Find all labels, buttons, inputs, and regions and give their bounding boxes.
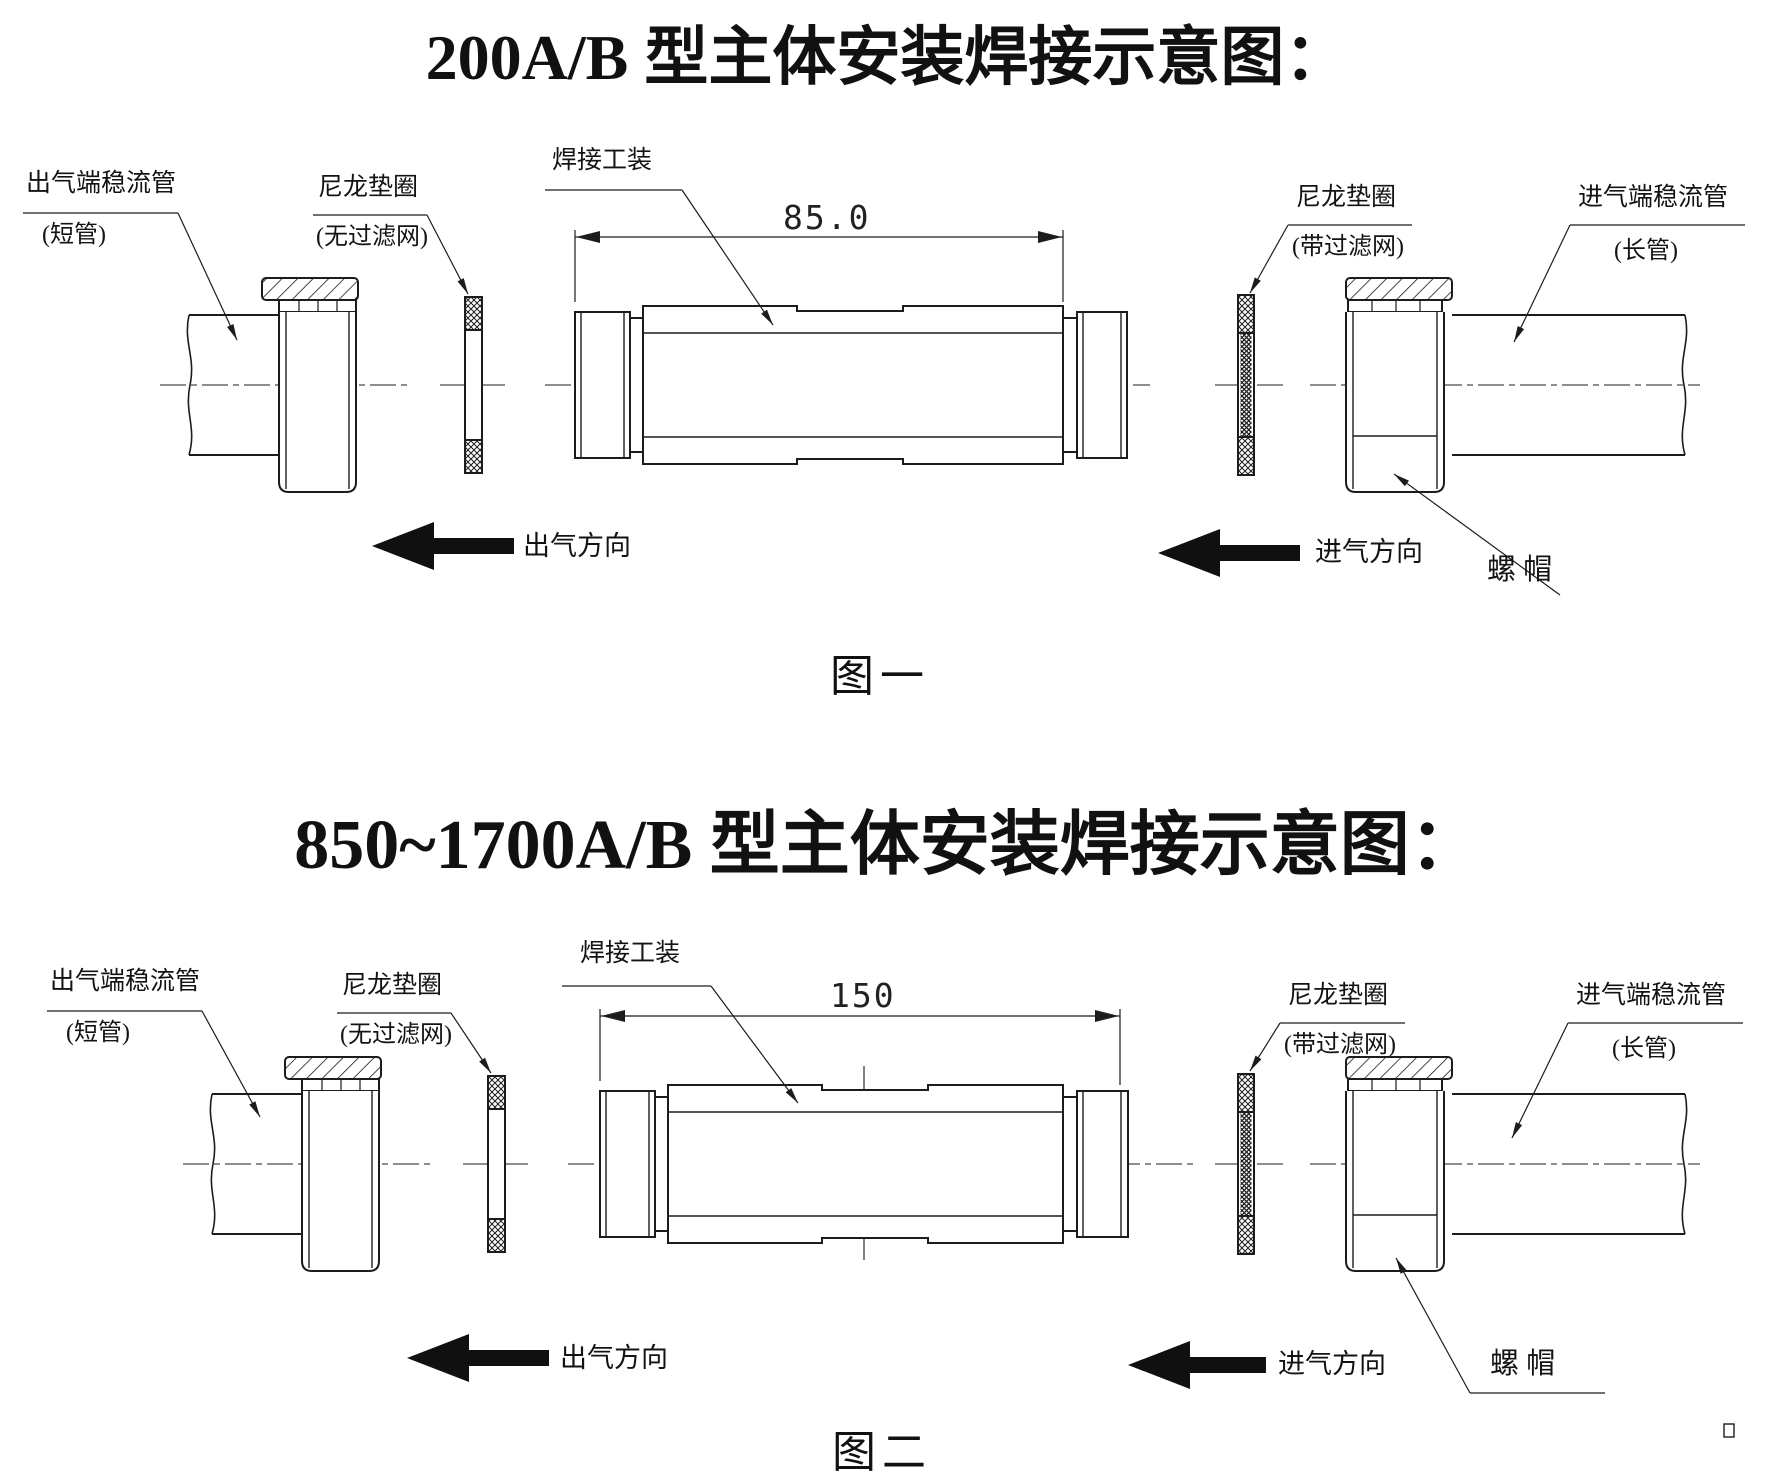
fig2-welding-fixture-label: 焊接工装 (580, 940, 681, 967)
fig2-washer-left-note: (无过滤网) (340, 1022, 452, 1048)
fig1-welding-fixture-label: 焊接工装 (552, 147, 653, 174)
fig1-washer-no-filter (464, 296, 483, 474)
fig2-outlet-pipe (209, 1093, 302, 1235)
figure1-caption: 图一 (830, 652, 930, 701)
fig2-inlet-nut (1345, 1056, 1453, 1272)
fig1-washer-with-filter (1237, 294, 1255, 476)
fig1-inlet-tube-note: (长管) (1614, 238, 1678, 264)
fig1-inlet-nut (1345, 277, 1453, 493)
fig1-outlet-tube-label: 出气端稳流管 (26, 170, 177, 197)
fig2-outlet-nut (284, 1056, 382, 1272)
fig2-inlet-direction-arrow (1128, 1341, 1266, 1389)
fig2-washer-left-label: 尼龙垫圈 (342, 972, 443, 999)
fig1-washer-left-label: 尼龙垫圈 (318, 174, 419, 201)
fig2-welding-fixture (599, 1084, 1129, 1244)
fig1-outlet-direction-arrow (372, 522, 514, 570)
fig2-leader-lines (47, 985, 1743, 1394)
fig1-inlet-pipe (1452, 314, 1688, 456)
fig1-outlet-pipe (186, 314, 279, 456)
fig1-dimension (574, 230, 1064, 302)
fig1-nut-label: 螺 帽 (1487, 554, 1553, 586)
figure1-title: 200A/B 型主体安装焊接示意图： (425, 22, 1349, 93)
fig2-washer-right-label: 尼龙垫圈 (1288, 982, 1389, 1009)
fig2-washer-with-filter (1237, 1073, 1255, 1255)
fig1-outlet-direction-label: 出气方向 (523, 531, 631, 561)
fig2-inlet-pipe (1452, 1093, 1688, 1235)
fig1-outlet-nut (261, 277, 359, 493)
fig2-outlet-tube-note: (短管) (66, 1020, 130, 1046)
fig2-washer-right-note: (带过滤网) (1284, 1032, 1396, 1058)
fig2-washer-no-filter (487, 1075, 506, 1253)
fig2-inlet-tube-note: (长管) (1612, 1036, 1676, 1062)
fig2-dimension-text: 150 (830, 976, 896, 1015)
fig1-inlet-tube-label: 进气端稳流管 (1578, 184, 1729, 211)
fig2-outlet-direction-arrow (407, 1334, 549, 1382)
fig1-washer-right-note: (带过滤网) (1292, 234, 1404, 260)
fig1-outlet-tube-note: (短管) (42, 222, 106, 248)
fig1-dimension-text: 85.0 (783, 198, 871, 237)
fig1-leader-lines (23, 189, 1745, 596)
figure2-title: 850~1700A/B 型主体安装焊接示意图： (294, 807, 1480, 884)
fig2-dimension (599, 1009, 1121, 1085)
fig2-outlet-tube-label: 出气端稳流管 (50, 968, 201, 995)
fig2-nut-label: 螺 帽 (1490, 1348, 1556, 1380)
fig1-inlet-direction-label: 进气方向 (1315, 537, 1423, 567)
figure2-drawing (47, 985, 1743, 1394)
figure1-drawing (23, 189, 1745, 596)
figure2-caption: 图二 (832, 1428, 932, 1477)
fig2-outlet-direction-label: 出气方向 (560, 1343, 668, 1373)
fig1-welding-fixture (574, 305, 1128, 465)
fig2-inlet-tube-label: 进气端稳流管 (1576, 982, 1727, 1009)
fig2-inlet-direction-label: 进气方向 (1278, 1349, 1386, 1379)
fig1-washer-right-label: 尼龙垫圈 (1296, 184, 1397, 211)
page-corner-mark (1723, 1423, 1735, 1438)
fig1-washer-left-note: (无过滤网) (316, 224, 428, 250)
fig1-inlet-direction-arrow (1158, 529, 1300, 577)
